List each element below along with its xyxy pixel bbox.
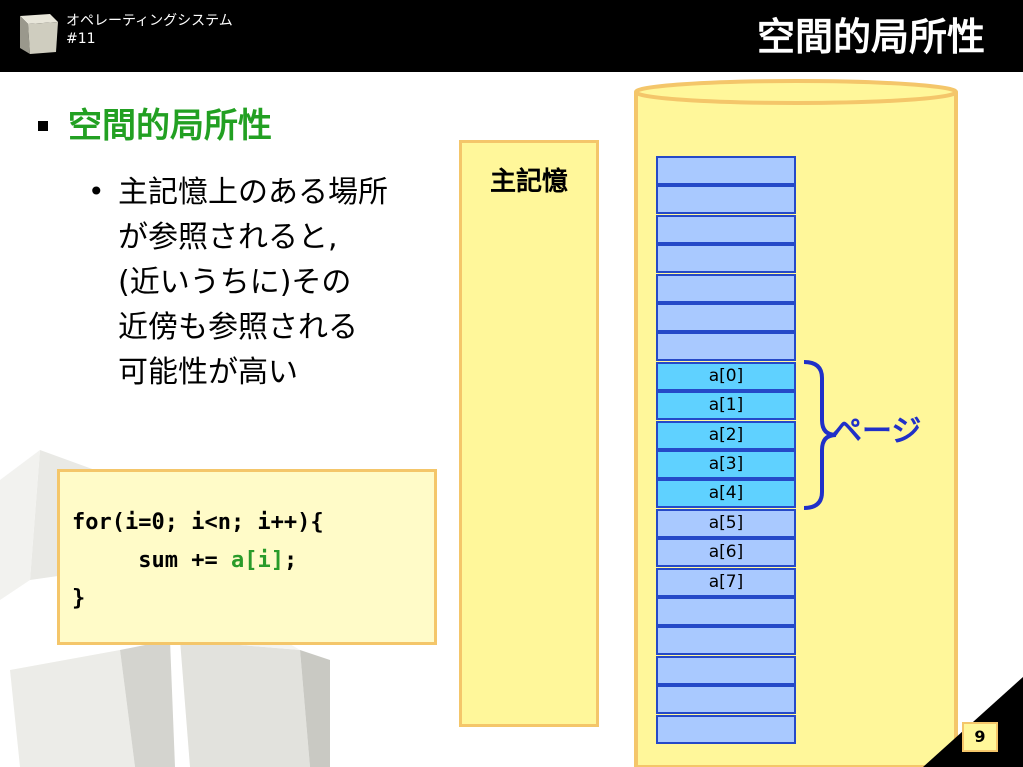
memory-cell [656,715,796,744]
code-text: sum += [138,548,231,573]
memory-cell [656,156,796,185]
memory-cell [656,597,796,626]
topic-heading: 空間的局所性 [68,106,272,146]
memory-cell: a[1] [656,391,796,420]
memory-cell [656,685,796,714]
bullet-line: 主記憶上のある場所 [118,175,388,210]
slide-header: オペレーティングシステム #11 空間的局所性 [0,0,1023,72]
cube-logo-icon [20,14,58,54]
memory-cell [656,244,796,273]
course-info: オペレーティングシステム #11 [66,12,233,48]
memory-cell: a[3] [656,450,796,479]
slide-title: 空間的局所性 [756,15,985,59]
memory-cell [656,626,796,655]
bullet-line: 近傍も参照される [118,310,358,345]
main-memory-box: 主記憶 [459,140,599,727]
code-text: ; [283,548,298,573]
page-label: ページ [832,414,922,449]
memory-cell [656,303,796,332]
square-bullet-icon [38,121,48,131]
code-line: for(i=0; i<n; i++){ [72,510,324,535]
code-example: for(i=0; i<n; i++){ sum += a[i]; } [57,469,437,645]
bullet-line: 可能性が高い [118,355,298,390]
code-line: sum += a[i]; [72,546,297,576]
main-memory-label: 主記憶 [489,167,568,197]
code-highlight: a[i] [230,548,284,573]
memory-cell: a[2] [656,421,796,450]
course-name: オペレーティングシステム [66,13,233,29]
slide-number: 9 [962,722,998,752]
bullet-text: 主記憶上のある場所 が参照されると, (近いうちに)その 近傍も参照される 可能… [118,170,448,395]
bullet-line: (近いうちに)その [118,265,352,300]
memory-cell [656,656,796,685]
memory-cell [656,215,796,244]
memory-cell [656,185,796,214]
bullet-heading: 空間的局所性 [38,104,272,148]
memory-cell: a[5] [656,509,796,538]
page-brace-icon [803,360,837,510]
memory-cell [656,274,796,303]
code-line: } [72,586,86,611]
memory-cell [656,332,796,361]
memory-cell: a[0] [656,362,796,391]
round-bullet-icon: • [88,175,105,208]
memory-cell: a[4] [656,479,796,508]
code-indent [72,548,138,573]
lecture-number: #11 [66,31,96,47]
memory-cell: a[6] [656,538,796,567]
memory-cell: a[7] [656,568,796,597]
bullet-line: が参照されると, [118,220,338,255]
